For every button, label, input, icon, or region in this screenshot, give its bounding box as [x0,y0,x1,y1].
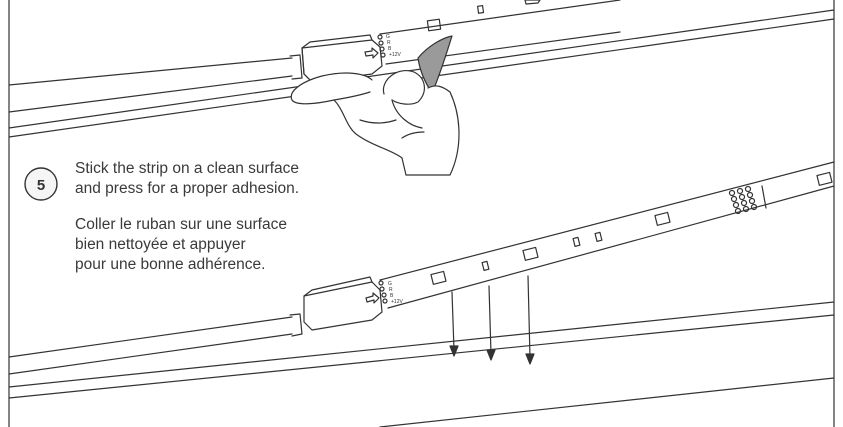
bottom-surface-edge [8,301,835,427]
adhesive-backing [417,35,453,94]
connector-plug-icon [301,34,383,83]
svg-text:G: G [388,281,392,287]
svg-text:+12V: +12V [389,52,401,58]
instruction-fr-line: Coller le ruban sur une surface [75,216,287,233]
top-cable [8,54,303,113]
svg-text:+12V: +12V [391,299,403,305]
solder-pads [728,185,767,215]
led-chip-icon [816,171,833,186]
svg-text:G: G [386,34,390,40]
resistor-icon [572,236,581,247]
led-chip-icon [522,246,539,261]
led-chip-icon [654,211,671,226]
instruction-fr-line: bien nettoyée et appuyer [75,236,246,253]
svg-text:B: B [388,46,392,52]
step-number-badge [24,167,58,201]
connector-plug-icon [303,276,383,331]
resistor-icon [594,231,603,242]
instruction-french: Coller le ruban sur une surface bien net… [75,215,287,275]
bottom-led-strip [378,161,835,309]
resistor-icon [477,5,485,14]
instruction-fr-line: pour une bonne adhérence. [75,256,266,273]
svg-text:R: R [389,287,393,293]
led-chip-icon [426,18,442,32]
instruction-en-line: and press for a proper adhesion. [75,180,300,197]
instruction-en-line: Stick the strip on a clean surface [75,160,300,177]
bottom-cable [8,313,303,375]
hand-icon [290,70,460,176]
step-number: 5 [37,177,45,194]
bottom-pin-labels: G R B +12V [388,281,403,305]
instruction-english: Stick the strip on a clean surface and p… [75,159,299,199]
press-arrow-icon [449,275,535,365]
svg-text:B: B [390,293,394,299]
resistor-icon [481,260,490,271]
top-pin-labels: G R B +12V [386,34,401,58]
led-chip-icon [430,270,447,285]
svg-text:R: R [387,40,391,46]
